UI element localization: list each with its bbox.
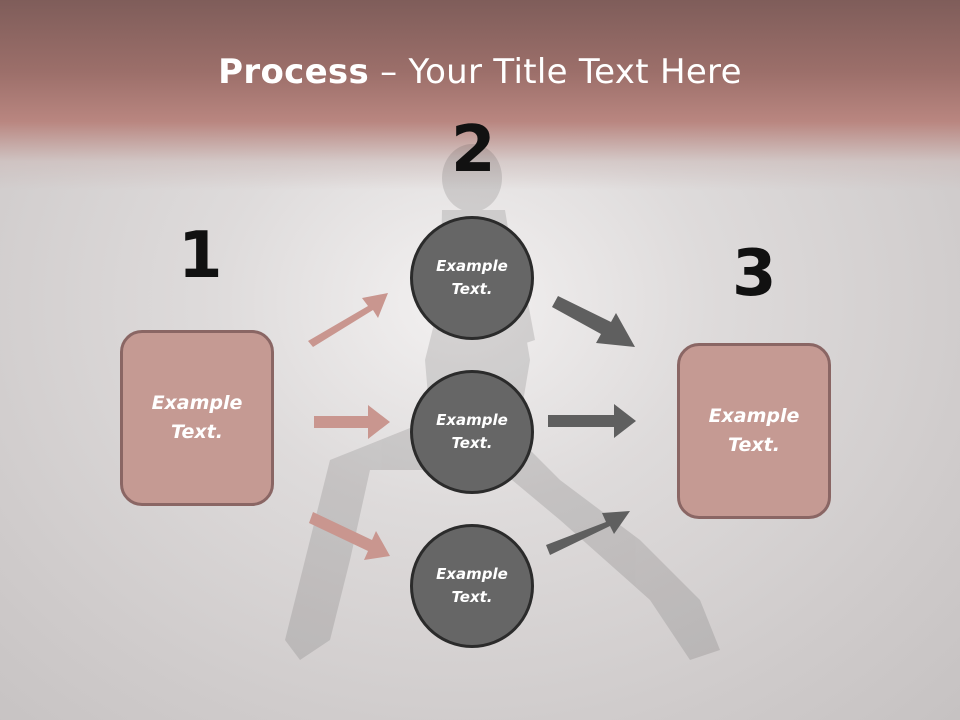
step-number-3: 3 [732, 237, 777, 311]
arrow-from-top-circle-icon [552, 296, 635, 347]
left-step-box: Example Text. [120, 330, 274, 506]
title-rest: – Your Title Text Here [369, 52, 742, 92]
process-circle-bottom: Example Text. [410, 524, 534, 648]
process-circle-middle-text: Example Text. [436, 411, 508, 452]
step-number-2: 2 [451, 113, 496, 187]
arrow-to-bottom-circle-icon [309, 512, 390, 560]
arrow-to-middle-circle-icon [314, 405, 390, 439]
arrow-from-middle-circle-icon [548, 404, 636, 438]
arrow-to-top-circle-icon [308, 293, 388, 347]
process-circle-top: Example Text. [410, 216, 534, 340]
header-band [0, 0, 960, 190]
process-circle-top-text: Example Text. [436, 257, 508, 298]
title-bold: Process [218, 52, 370, 92]
left-step-box-text: Example Text. [151, 392, 243, 443]
process-circle-bottom-text: Example Text. [436, 565, 508, 606]
process-circle-middle: Example Text. [410, 370, 534, 494]
right-step-box-text: Example Text. [708, 405, 800, 456]
slide-title: Process – Your Title Text Here [0, 52, 960, 92]
right-step-box: Example Text. [677, 343, 831, 519]
step-number-1: 1 [178, 219, 223, 293]
arrow-from-bottom-circle-icon [546, 511, 630, 555]
